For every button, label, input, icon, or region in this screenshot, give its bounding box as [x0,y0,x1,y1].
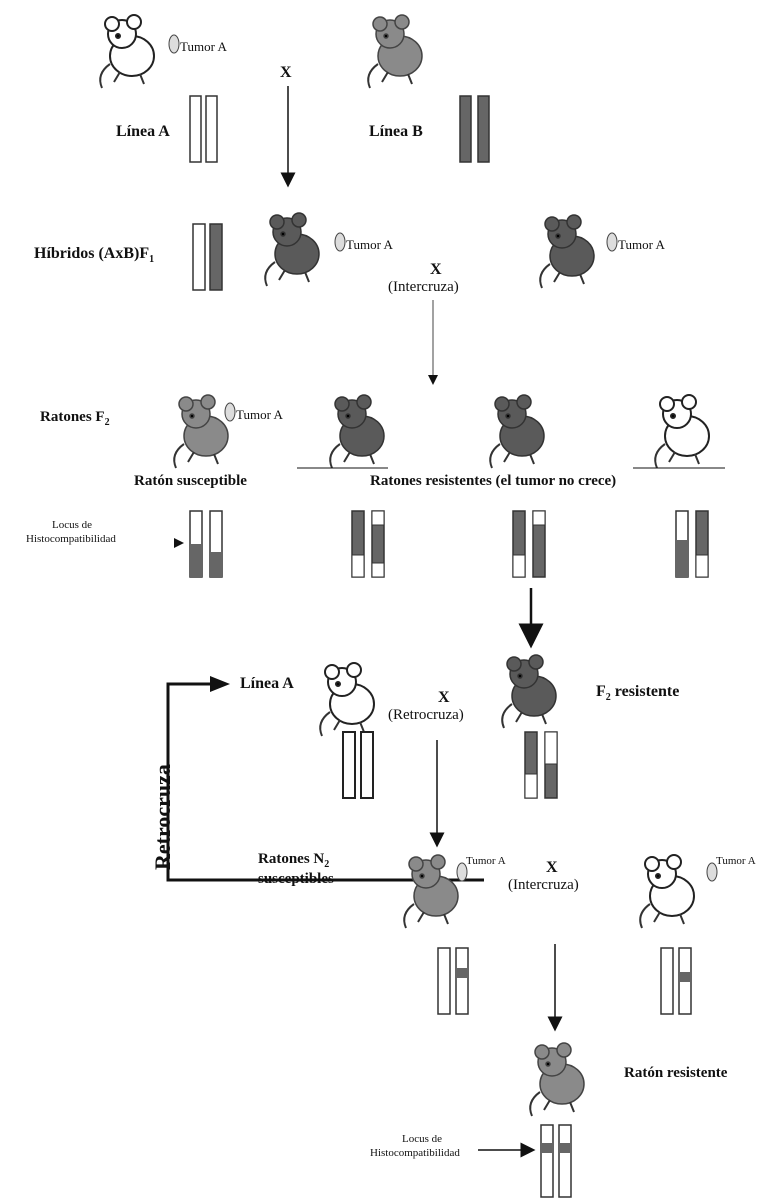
chromosome-pair-icon [193,224,222,290]
locus-label: Locus de [52,520,92,531]
arrow-icon [174,538,184,548]
linea-a-label: Línea A [116,124,170,140]
mouse-icon [490,395,544,468]
tumor-a-label: Tumor A [236,408,283,421]
ratones-f2-label: Ratones F2 [40,410,110,428]
tumor-a-label: Tumor A [716,856,756,867]
hibridos-label: Híbridos (AxB)F1 [34,246,154,265]
raton-susceptible-label: Ratón susceptible [134,474,247,489]
intercruza-label: (Intercruza) [388,280,459,295]
intercruza-label: (Intercruza) [508,878,579,893]
tumor-a-label: Tumor A [346,238,393,251]
f2-resistente-label: F2 resistente [596,684,679,703]
tumor-icon [169,35,179,53]
mouse-icon [530,1043,584,1116]
mouse-icon [100,15,154,88]
mouse-icon [640,855,694,928]
tumor-a-label: Tumor A [466,856,506,867]
chromosome-pair-icon [352,511,384,577]
susceptibles-label: susceptibles [258,872,334,887]
chromosome-pair-icon [343,732,373,798]
chromosome-pair-icon [525,732,557,798]
chromosome-pair-icon [190,96,217,162]
mouse-icon [368,15,422,88]
mouse-icon [655,395,709,468]
histocompatibilidad-label: Histocompatibilidad [370,1148,460,1159]
cross-symbol: X [546,860,558,876]
mouse-icon [330,395,384,468]
arrow-icon [210,676,230,692]
cross-symbol: X [438,690,450,706]
cross-symbol: X [280,65,292,81]
locus-label: Locus de [402,1134,442,1145]
chromosome-pair-icon [676,511,708,577]
tumor-a-label: Tumor A [618,238,665,251]
chromosome-pair-icon [541,1125,571,1197]
cross-symbol: X [430,262,442,278]
mouse-icon [265,213,319,286]
histocompatibilidad-label: Histocompatibilidad [26,534,116,545]
mouse-icon [320,663,374,736]
mouse-icon [404,855,458,928]
tumor-icon [335,233,345,251]
chromosome-pair-icon [190,511,222,577]
retrocruza-label: Retrocruza [152,764,174,870]
tumor-icon [225,403,235,421]
ratones-n2-label: Ratones N2 [258,852,329,870]
chromosome-pair-icon [513,511,545,577]
linea-b-label: Línea B [369,124,423,140]
tumor-a-label: Tumor A [180,40,227,53]
mouse-icon [502,655,556,728]
chromosome-pair-icon [438,948,468,1014]
mouse-icon [540,215,594,288]
chromosome-pair-icon [460,96,489,162]
retrocruza-paren-label: (Retrocruza) [388,708,464,723]
raton-resistente-label: Ratón resistente [624,1066,727,1081]
tumor-icon [607,233,617,251]
ratones-resistentes-label: Ratones resistentes (el tumor no crece) [370,474,616,489]
mouse-icon [174,395,228,468]
linea-a-label: Línea A [240,676,294,692]
chromosome-pair-icon [661,948,691,1014]
